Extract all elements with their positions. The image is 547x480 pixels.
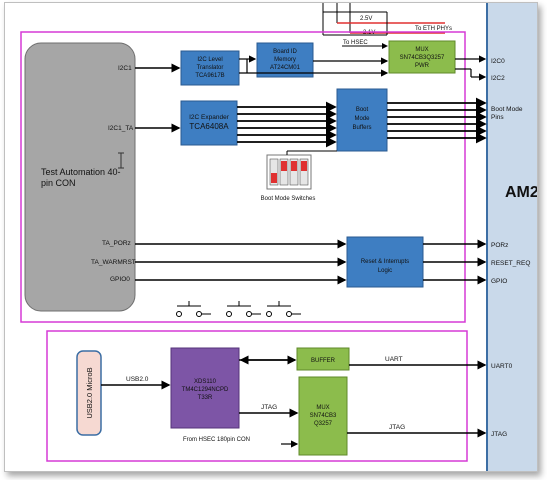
- mux-bottom-line3: Q3257: [314, 421, 333, 427]
- jtag-left-signal-label: JTAG: [261, 404, 277, 411]
- uart-buffer-block: [296, 347, 350, 371]
- top-power-lines: [322, 3, 445, 49]
- reset-logic-block: [346, 236, 424, 288]
- jtag-right-signal-label: JTAG: [389, 424, 405, 431]
- v25-label: 2.5V: [360, 16, 372, 22]
- boot-mode-buffers-line1: Boot: [356, 107, 369, 113]
- buffer-to-boot-pins-bus: [387, 97, 487, 144]
- i2c-expander-line1: I2C Expander: [189, 114, 230, 121]
- i2c-expander-line2: TCA6408A: [189, 122, 229, 131]
- soc-pin-reset-req: RESET_REQ: [491, 260, 530, 267]
- text-cursor-icon: [118, 152, 124, 169]
- soc-pin-porz: PORz: [491, 242, 508, 249]
- xds110-block: [170, 347, 240, 429]
- i2c-level-translator-line3: TCA9617B: [195, 73, 224, 79]
- i2c-level-translator-line2: Translator: [197, 65, 224, 71]
- push-button-switches: [176, 301, 301, 317]
- soc-pin-i2c2: I2C2: [491, 75, 505, 82]
- boot-mode-buffers-line3: Buffers: [353, 125, 372, 131]
- expander-to-buffer-bus: [237, 101, 337, 148]
- i2c-expander-block: [180, 100, 238, 146]
- soc-pin-jtag: JTAG: [491, 431, 507, 438]
- xds110-line1: XDS110: [194, 379, 217, 385]
- soc-block: [486, 3, 537, 471]
- soc-pin-boot-mode-line1: Boot Mode: [491, 106, 523, 113]
- test-automation-label-line1: Test Automation 40-: [41, 167, 121, 177]
- board-id-memory-line2: Memory: [274, 57, 296, 63]
- mux-bottom-line2: SN74CB3: [310, 413, 337, 419]
- board-id-memory-line3: AT24CM01: [270, 65, 301, 71]
- mux-bottom-block: [298, 376, 348, 456]
- test-automation-connector: [24, 42, 136, 312]
- ta-porz-pin-label: TA_PORz: [102, 240, 131, 247]
- from-hsec-caption: From HSEC 180pin CON: [183, 437, 250, 443]
- mux-top-line2: SN74CB3Q3257: [400, 55, 445, 61]
- usb20-signal-label: USB2.0: [126, 376, 149, 383]
- boot-mode-buffers-block: [336, 88, 388, 152]
- i2c1-ta-pin-label: I2C1_TA: [108, 125, 134, 132]
- test-automation-label-line2: pin CON: [41, 178, 76, 188]
- block-diagram: AM2 2.5V To ETH PHYs 2.1V To HSEC Test A…: [20, 3, 537, 471]
- ta-warmrst-pin-label: TA_WARMRST: [91, 259, 136, 266]
- soc-pin-gpio: GPIO: [491, 278, 507, 285]
- reset-logic-line1: Reset & Interrupts: [361, 259, 409, 265]
- xds110-line2: TM4C1294NCPD: [182, 387, 229, 393]
- soc-label: AM2: [505, 184, 537, 201]
- gpio0-pin-label: GPIO0: [110, 276, 130, 283]
- boot-mode-switches: [266, 150, 337, 190]
- v21-label: 2.1V: [363, 30, 375, 36]
- uart-signal-label: UART: [385, 356, 403, 363]
- mux-top-line3: PWR: [415, 63, 430, 69]
- soc-pin-boot-mode-line2: Pins: [491, 114, 504, 121]
- reset-logic-line2: Logic: [378, 268, 392, 274]
- to-hsec-label: To HSEC: [343, 40, 368, 46]
- usb-microb-label: USB2.0 MicroB: [85, 367, 94, 418]
- uart-buffer-label: BUFFER: [311, 358, 336, 364]
- board-id-memory-line1: Board ID: [273, 49, 297, 55]
- test-automation-region: [20, 31, 466, 323]
- boot-mode-switches-caption: Boot Mode Switches: [261, 196, 316, 202]
- boot-mode-buffers-line2: Mode: [354, 116, 370, 122]
- mux-bottom-line1: MUX: [316, 405, 329, 411]
- soc-pin-i2c0: I2C0: [491, 58, 505, 65]
- i2c1-pin-label: I2C1: [118, 65, 132, 72]
- board-id-memory-block: [256, 42, 314, 78]
- soc-pin-uart0: UART0: [491, 363, 513, 370]
- usb-microb-connector: [76, 350, 102, 436]
- block-diagram-sheet: AM2 2.5V To ETH PHYs 2.1V To HSEC Test A…: [4, 2, 538, 472]
- mux-top-block: [388, 40, 456, 74]
- to-eth-label: To ETH PHYs: [415, 26, 452, 32]
- i2c-level-translator-line1: I2C Level: [197, 57, 222, 63]
- xds110-line3: T33R: [198, 395, 213, 401]
- mux-top-line1: MUX: [415, 47, 428, 53]
- i2c-level-translator-block: [180, 50, 240, 86]
- debug-region: [46, 330, 468, 462]
